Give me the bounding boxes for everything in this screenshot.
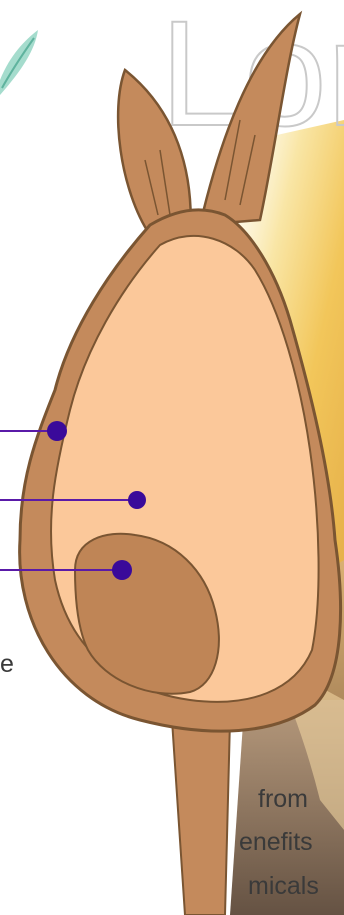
text-fragment-3: enefits	[239, 828, 313, 857]
text-fragment-1: e	[0, 650, 14, 679]
leaf-icon	[0, 30, 38, 95]
pointer-bran	[0, 421, 67, 441]
text-fragment-4: micals	[248, 872, 319, 901]
text-fragment-2: from	[258, 785, 308, 814]
